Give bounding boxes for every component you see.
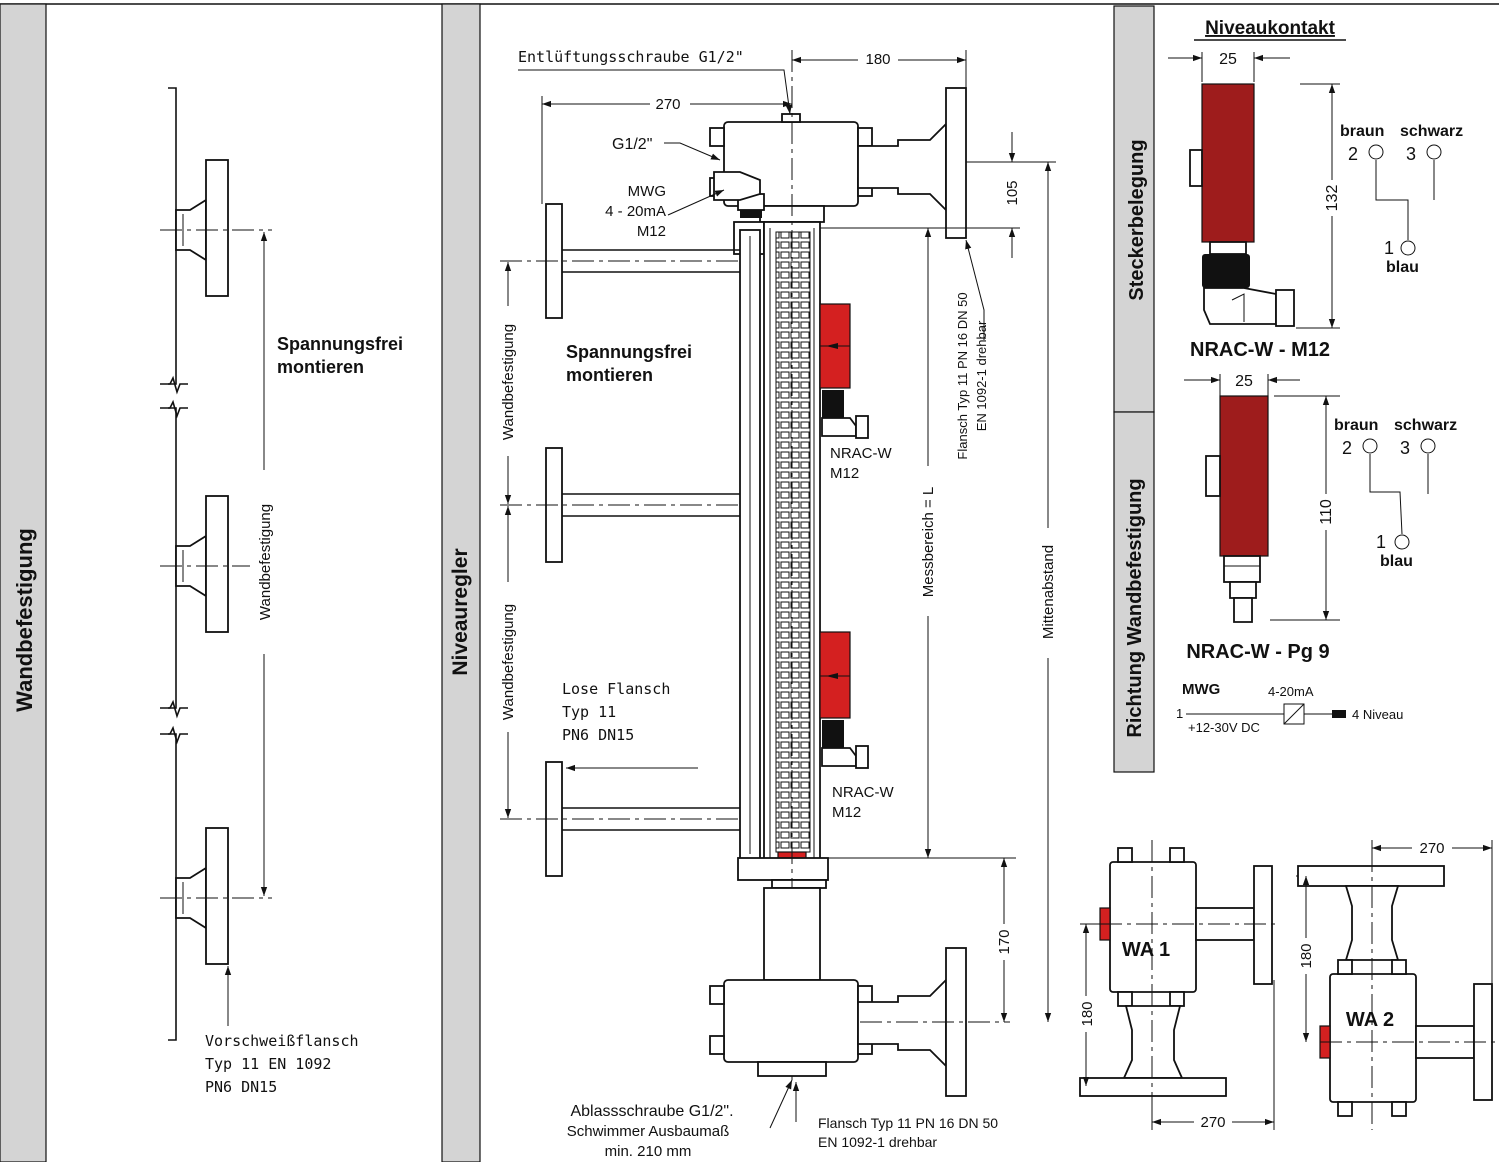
nrac-m12-device — [1168, 52, 1340, 329]
mwg-label-1: MWG — [628, 183, 666, 200]
left-wall-mount-label: Wandbefestigung — [257, 504, 274, 620]
pg9-height-dim: 110 — [1318, 499, 1335, 525]
drain-leader — [769, 1079, 793, 1129]
left-weld-flange-2 — [160, 495, 250, 633]
pg9-width-dim: 25 — [1235, 373, 1253, 390]
measuring-range: Messbereich = L — [920, 487, 937, 597]
m12-pin2-color: braun — [1340, 123, 1384, 140]
mwg-title: MWG — [1182, 681, 1220, 698]
pg9-pin1-color: blau — [1380, 553, 1413, 570]
wa2-assembly — [1296, 840, 1499, 1130]
center-wall-mount-1: Wandbefestigung — [500, 324, 517, 440]
wa2-dim-270: 270 — [1419, 840, 1444, 857]
wa1-dim-180: 180 — [1079, 1001, 1096, 1026]
contact-1-label-a: NRAC-W — [830, 445, 892, 462]
mwg-label-2: 4 - 20mA — [605, 203, 666, 220]
mwg-pin1: 1 — [1176, 706, 1183, 721]
top-head-assembly — [709, 87, 967, 255]
contact-2-label-b: M12 — [832, 804, 861, 821]
left-weld-flange-1 — [160, 159, 272, 297]
section-wall-mount: Wandbefestigung — [12, 528, 37, 712]
drain-label-3: min. 210 mm — [605, 1143, 692, 1160]
bottom-flange-label-1: Flansch Typ 11 PN 16 DN 50 — [818, 1115, 998, 1131]
vent-screw-leader — [518, 69, 792, 115]
mwg-label-3: M12 — [637, 223, 666, 240]
center-install-note-1: Spannungsfrei — [566, 342, 692, 362]
pg9-pin-diagram — [1362, 438, 1436, 550]
top-flange-label-1: Flansch Typ 11 PN 16 DN 50 — [955, 292, 970, 459]
frame — [0, 3, 1499, 1162]
wa2-label: WA 2 — [1346, 1009, 1394, 1031]
mwg-leader — [667, 189, 725, 216]
contact-2-label-a: NRAC-W — [832, 784, 894, 801]
wa2-dim-180: 180 — [1298, 943, 1315, 968]
drain-label-1: Ablassschraube G1/2". — [570, 1103, 733, 1120]
m12-name: NRAC-W - M12 — [1190, 339, 1330, 361]
pg9-pin3-color: schwarz — [1394, 417, 1457, 434]
m12-width-dim: 25 — [1219, 51, 1237, 68]
left-weld-flange-label-2: Typ 11 EN 1092 — [205, 1055, 331, 1073]
m12-height-dim: 132 — [1324, 185, 1341, 212]
m12-pin1: 1 — [1384, 238, 1394, 258]
left-install-note-2: montieren — [277, 357, 364, 377]
pg9-pin3: 3 — [1400, 438, 1410, 458]
wall-mount-pipe-3 — [500, 761, 740, 877]
dim-170: 170 — [996, 929, 1013, 954]
left-weld-flange-label-1: Vorschweißflansch — [205, 1032, 359, 1050]
m12-pin3: 3 — [1406, 144, 1416, 164]
niveaukontakt-title: Niveaukontakt — [1205, 18, 1336, 39]
wa1-assembly — [1079, 840, 1280, 1130]
contact-1-label-b: M12 — [830, 465, 859, 482]
section-plug-assignment: Steckerbelegung — [1126, 139, 1148, 300]
left-weld-flange-3 — [160, 827, 272, 965]
center-wall-mount-2: Wandbefestigung — [500, 604, 517, 720]
bottom-head-assembly — [709, 887, 1010, 1097]
g12-label: G1/2" — [612, 136, 652, 153]
center-distance: Mittenabstand — [1040, 545, 1057, 639]
gauge-tube — [737, 221, 829, 889]
wa1-label: WA 1 — [1122, 939, 1170, 961]
loose-flange-label-2: Typ 11 — [562, 703, 616, 721]
g12-leader — [664, 142, 721, 161]
pg9-name: NRAC-W - Pg 9 — [1186, 641, 1329, 663]
wall-mount-pipe-2 — [500, 447, 740, 563]
pg9-pin2-color: braun — [1334, 417, 1378, 434]
dim-270: 270 — [655, 96, 680, 113]
mwg-signal: 4-20mA — [1268, 684, 1314, 699]
mwg-supply: +12-30V DC — [1188, 720, 1260, 735]
top-flange-label-2: EN 1092-1 drehbar — [974, 320, 989, 431]
m12-pin-diagram — [1368, 144, 1442, 256]
pg9-pin2: 2 — [1342, 438, 1352, 458]
center-install-note-2: montieren — [566, 365, 653, 385]
section-level-controller: Niveauregler — [449, 548, 472, 675]
wa1-dim-270: 270 — [1200, 1114, 1225, 1131]
level-contact-2 — [819, 631, 869, 769]
pg9-pin1: 1 — [1376, 532, 1386, 552]
m12-pin3-color: schwarz — [1400, 123, 1463, 140]
dim-105: 105 — [1004, 180, 1021, 205]
top-flange-leader — [965, 239, 985, 340]
section-wall-mount-direction: Richtung Wandbefestigung — [1124, 478, 1146, 737]
vent-screw-label: Entlüftungsschraube G1/2" — [518, 48, 744, 66]
m12-pin2: 2 — [1348, 144, 1358, 164]
bottom-flange-label-2: EN 1092-1 drehbar — [818, 1134, 937, 1150]
m12-pin1-color: blau — [1386, 259, 1419, 276]
left-install-note-1: Spannungsfrei — [277, 334, 403, 354]
nrac-pg9-device — [1184, 374, 1340, 623]
mwg-schematic — [1186, 703, 1346, 725]
drain-label-2: Schwimmer Ausbaumaß — [567, 1123, 730, 1140]
loose-flange-label-3: PN6 DN15 — [562, 726, 634, 744]
mwg-pin4: 4 Niveau — [1352, 707, 1403, 722]
loose-flange-label-1: Lose Flansch — [562, 680, 670, 698]
level-contact-1 — [819, 303, 869, 439]
dim-180: 180 — [865, 51, 890, 68]
wall-mount-pipe-1 — [500, 203, 740, 319]
left-weld-flange-label-3: PN6 DN15 — [205, 1078, 277, 1096]
